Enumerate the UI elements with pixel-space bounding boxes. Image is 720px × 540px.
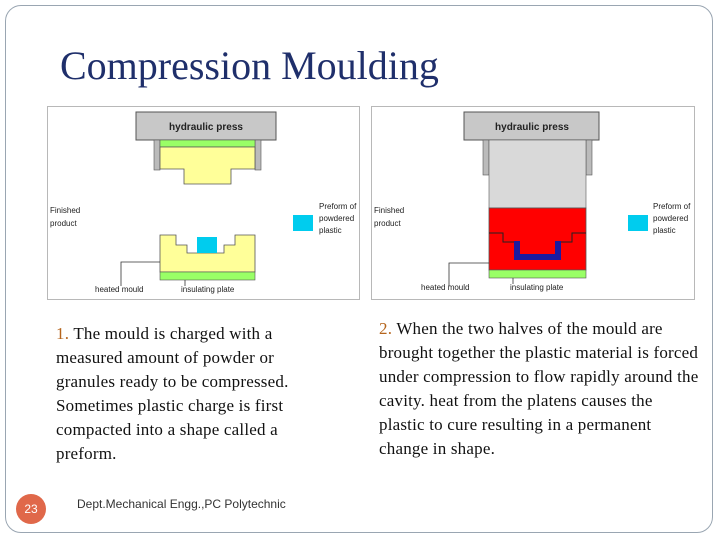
finished-label-line2: product [374,219,401,228]
step-text: The mould is charged with a measured amo… [56,324,289,463]
insulating-plate [159,271,256,281]
upper-mould-half [159,146,256,185]
diagram-open-mould: hydraulic press Finished product Preform… [47,106,360,300]
closed-mould [488,207,587,271]
preform-charge [197,237,217,253]
press-label: hydraulic press [169,122,243,133]
formed-plastic [514,241,561,260]
diagram-closed-mould: hydraulic press Finished product Preform… [371,106,695,300]
step-number: 2. [379,319,393,338]
slide-title: Compression Moulding [60,43,439,88]
preform-legend-swatch [293,215,313,231]
preform-label-line2: powdered [653,214,688,223]
preform-label-line3: plastic [653,226,676,235]
finished-label-line1: Finished [50,206,80,215]
top-insulating-plate [159,139,256,148]
finished-label-line2: product [50,219,77,228]
press-ram [488,139,587,209]
caption-step-1: 1. The mould is charged with a measured … [56,322,336,466]
preform-label-line3: plastic [319,226,342,235]
heated-mould-label: heated mould [421,283,469,292]
insulating-plate [488,269,587,279]
caption-step-2: 2. When the two halves of the mould are … [379,317,699,461]
preform-label-line1: Preform of [319,202,357,211]
heated-mould-label: heated mould [95,285,143,294]
step-number: 1. [56,324,70,343]
preform-legend-swatch [628,215,648,231]
preform-label-line1: Preform of [653,202,691,211]
insulating-plate-label: insulating plate [181,285,235,294]
step-text: When the two halves of the mould are bro… [379,319,699,458]
press-label: hydraulic press [495,122,569,133]
page-number-badge: 23 [16,494,46,524]
footer-text: Dept.Mechanical Engg.,PC Polytechnic [77,497,286,511]
finished-label-line1: Finished [374,206,404,215]
insulating-plate-label: insulating plate [510,283,564,292]
hydraulic-press [463,111,600,141]
slide-frame [5,5,713,533]
preform-label-line2: powdered [319,214,354,223]
